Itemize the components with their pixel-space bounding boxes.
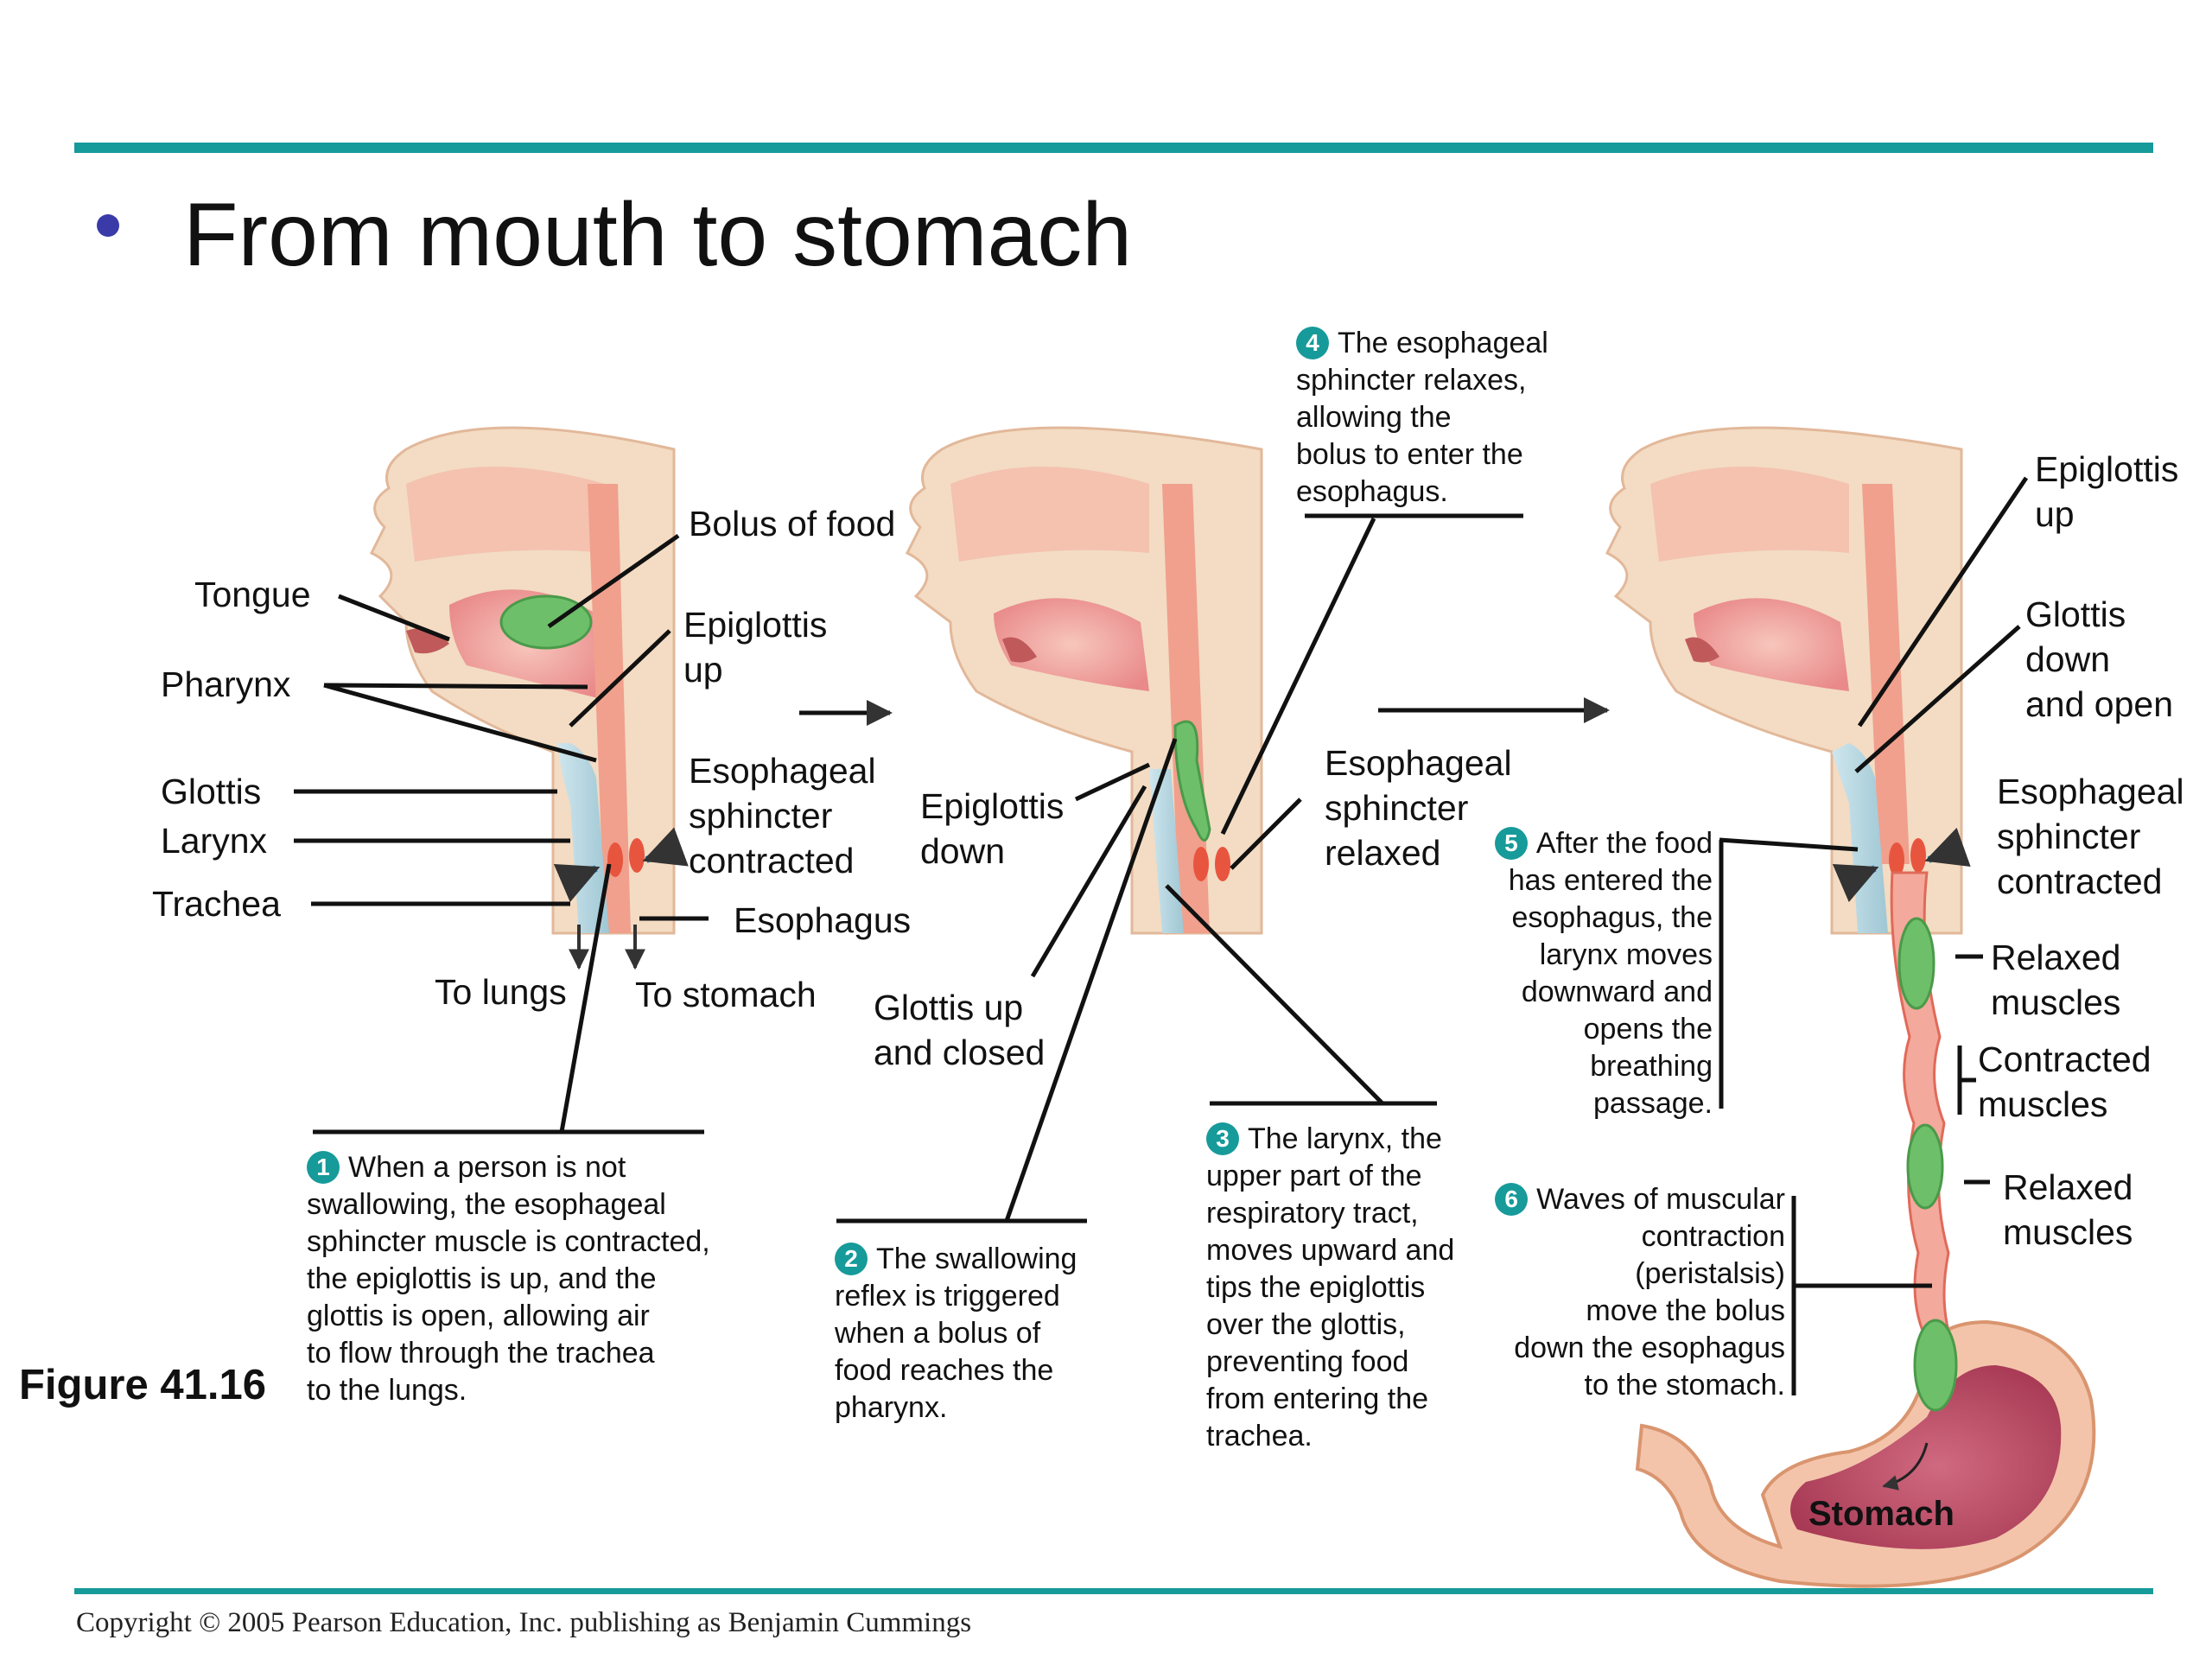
slide-title: From mouth to stomach [183,185,1133,285]
step-badge-2: 2 [835,1243,868,1275]
bullet-icon [97,214,119,237]
head-profile-3 [1605,426,1971,935]
step-badge-4: 4 [1296,327,1329,359]
label-larynx: Larynx [161,821,268,861]
step-badge-1: 1 [307,1151,340,1184]
step-badge-6: 6 [1495,1183,1529,1216]
label-stomach: Stomach [1808,1495,1955,1533]
esophagus-and-stomach [1635,871,2096,1588]
label-glottis: Glottis [161,772,262,811]
copyright-text: Copyright © 2005 Pearson Education, Inc.… [76,1607,972,1638]
label-to-stomach: To stomach [635,975,817,1014]
label-esophagus: Esophagus [734,900,912,940]
top-rule [74,143,2153,153]
label-trachea: Trachea [152,884,281,924]
label-bolus-of-food: Bolus of food [689,504,896,543]
step-badge-3: 3 [1206,1122,1239,1155]
leader-lines [294,476,2029,1395]
label-tongue: Tongue [194,575,311,614]
head-profile-2 [905,426,1263,935]
head-profile-1 [369,426,689,970]
label-to-lungs: To lungs [435,972,567,1012]
bottom-rule [74,1588,2153,1594]
figure-label: Figure 41.16 [19,1362,266,1408]
step-badge-5: 5 [1494,827,1528,860]
label-pharynx: Pharynx [161,664,291,704]
